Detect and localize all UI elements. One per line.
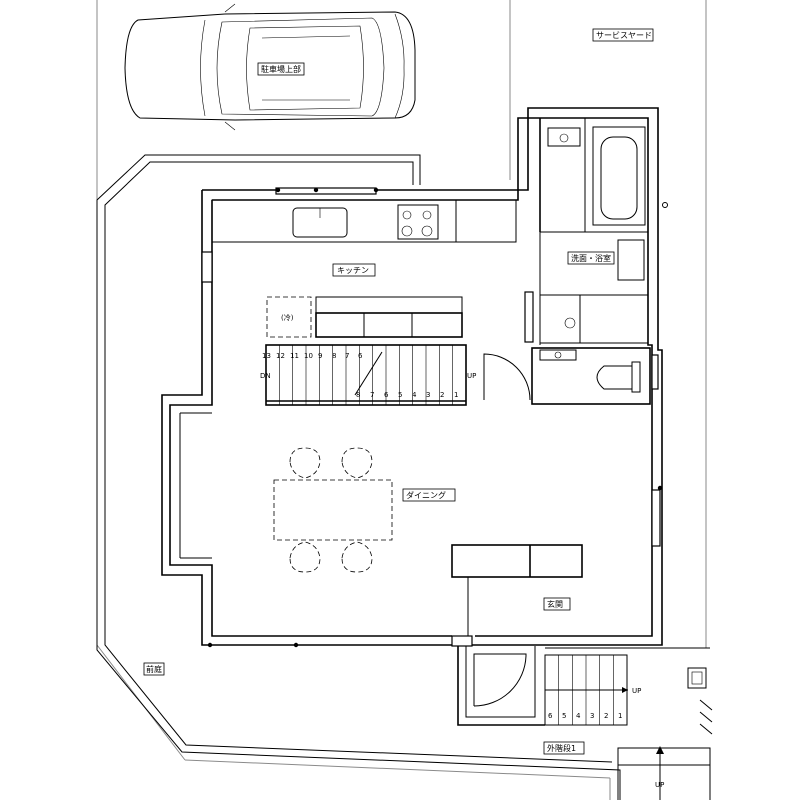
stair-number: 6 [358, 352, 363, 360]
entrance-label-box [543, 597, 571, 611]
washroom-label: 洗面・浴室 [571, 253, 611, 263]
stair-dn-label: DN [260, 372, 271, 380]
fridge-outline [266, 296, 312, 338]
garden-label: 前庭 [146, 664, 162, 674]
stair-number: 12 [276, 352, 285, 360]
wet-area [531, 118, 659, 405]
site-details [617, 667, 713, 800]
parking-label: 駐車場上部 [261, 64, 301, 74]
interior-stair [265, 344, 467, 406]
bottom-up-label: UP [655, 781, 664, 789]
porch [457, 646, 545, 726]
stair-bottom-numbers: 8 7 6 5 4 3 2 1 [356, 391, 458, 399]
stair-number: 7 [345, 352, 349, 360]
stair-number: 7 [370, 391, 374, 399]
outer-stair-label: 外階段1 [547, 743, 576, 753]
outer-stair-label-box [543, 741, 585, 755]
stair-up-label: UP [467, 372, 476, 380]
kitchen-label: キッチン [337, 266, 369, 275]
service-yard-label-box [592, 28, 654, 42]
site-boundary [96, 0, 707, 800]
kitchen-cabinets [315, 296, 463, 338]
stair-top-numbers: 13 12 11 10 9 8 7 6 [262, 352, 363, 360]
stair-number: 5 [398, 391, 402, 399]
stair-number: 13 [262, 352, 271, 360]
stair-number: 6 [384, 391, 389, 399]
outer-stair [544, 647, 710, 726]
stair-number: 8 [356, 391, 360, 399]
stair-number: 2 [604, 712, 608, 720]
stair-number: 4 [576, 712, 581, 720]
garden-label-box [143, 662, 165, 676]
kitchen-counter [211, 199, 517, 243]
stair-number: 4 [412, 391, 417, 399]
kitchen-label-box [332, 263, 376, 277]
top-windows [201, 187, 668, 648]
dining-label: ダイニング [406, 490, 446, 500]
parking-label-box [257, 62, 305, 76]
stair-number: 5 [562, 712, 566, 720]
corridor-door [483, 291, 534, 401]
stair-number: 6 [548, 712, 553, 720]
entrance-label: 玄関 [547, 599, 563, 609]
house-walls [161, 107, 663, 646]
chair-icon-group [289, 447, 373, 573]
dining-table [273, 479, 393, 541]
washroom-label-box [567, 251, 615, 265]
outer-stair-numbers: 6 5 4 3 2 1 [548, 712, 622, 720]
stair-number: 9 [318, 352, 322, 360]
entrance-fixtures [451, 544, 583, 647]
outer-stair-up-label: UP [632, 687, 641, 695]
stair-number: 10 [304, 352, 313, 360]
stair-number: 8 [332, 352, 336, 360]
fridge-label: (冷) [281, 313, 294, 322]
stair-number: 2 [440, 391, 444, 399]
car-icon [124, 3, 416, 131]
stair-number: 1 [454, 391, 458, 399]
service-yard-label: サービスヤード [596, 31, 652, 40]
dining-label-box [402, 488, 456, 502]
garden-perimeter-wall [96, 154, 621, 800]
stair-number: 1 [618, 712, 622, 720]
stair-number: 3 [590, 712, 594, 720]
stair-number: 3 [426, 391, 430, 399]
stair-number: 11 [290, 352, 299, 360]
